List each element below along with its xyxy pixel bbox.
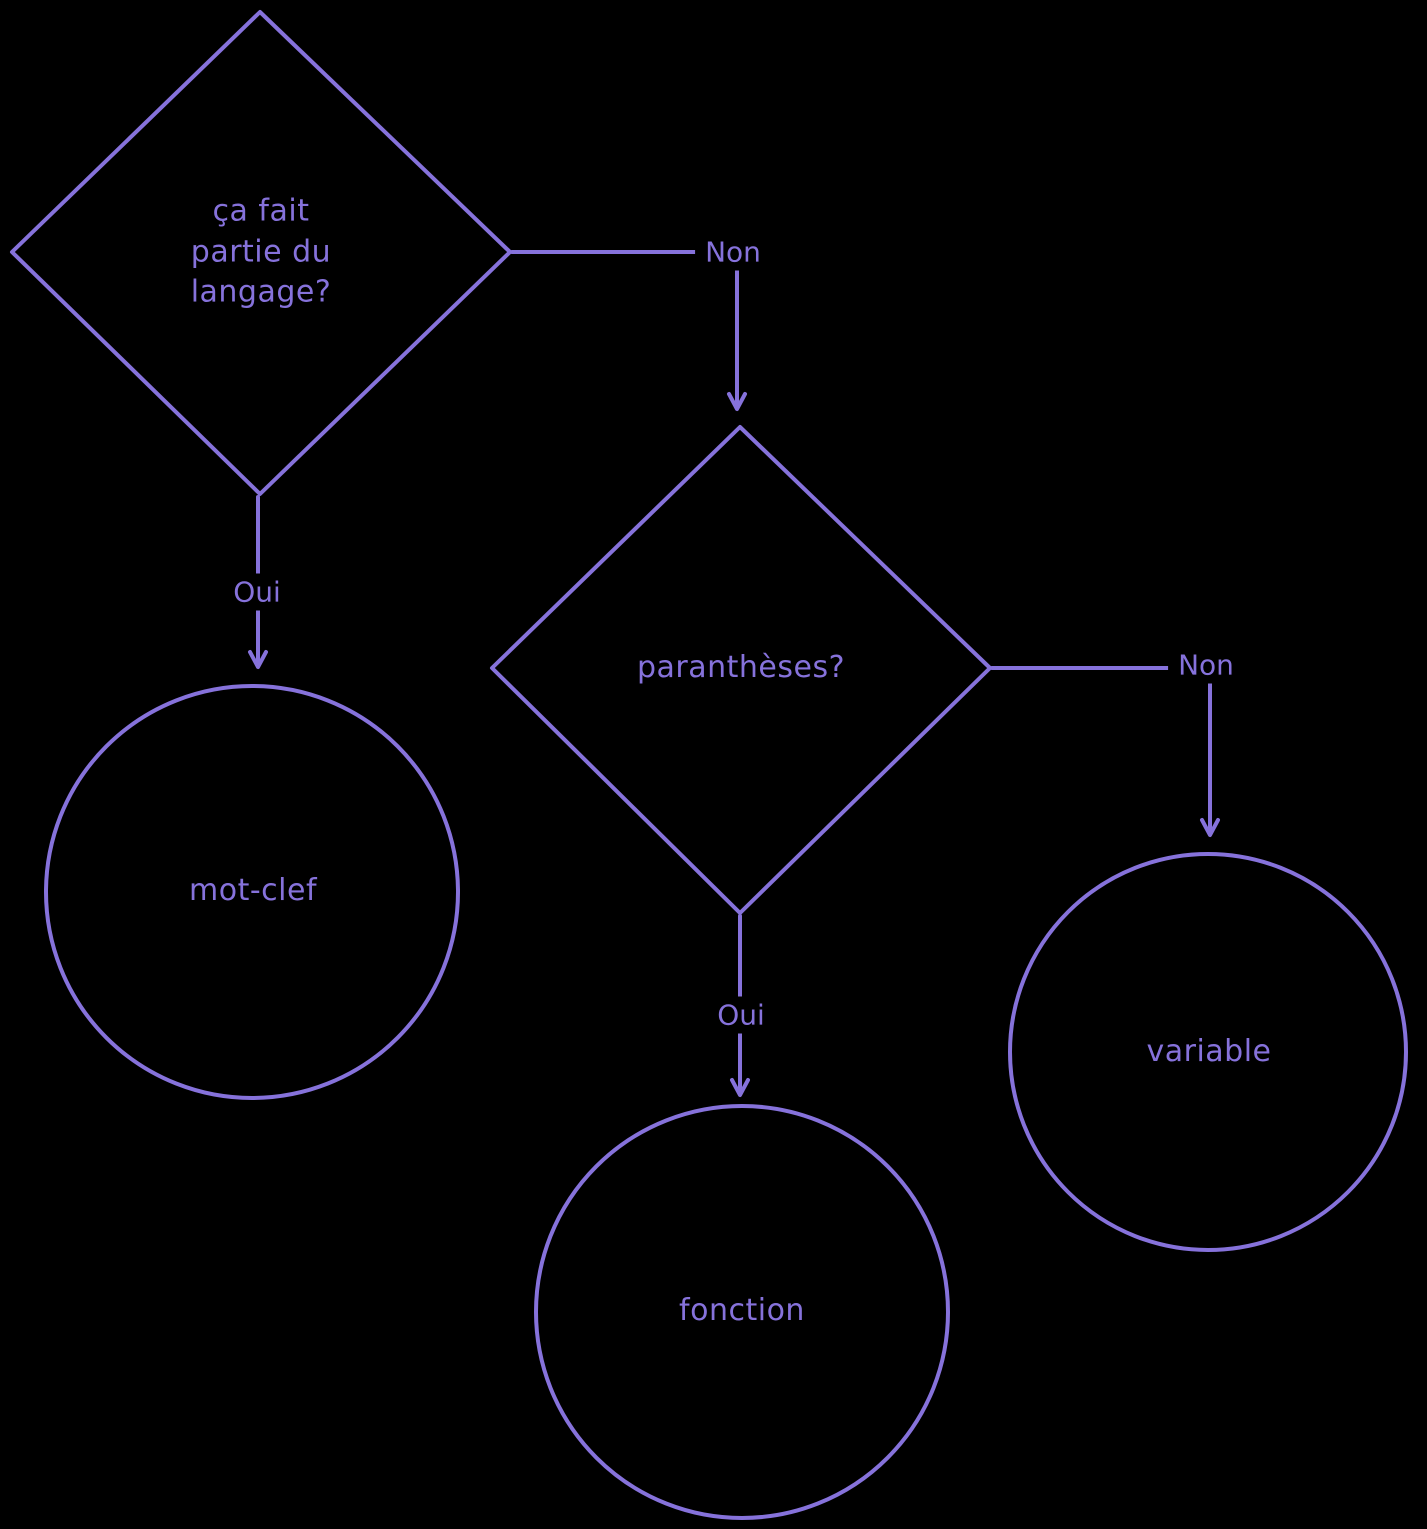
node-label-function: fonction	[679, 1292, 805, 1328]
terminal-circle-variable	[1008, 852, 1408, 1252]
edge-label-oui-to-function: Oui	[707, 996, 775, 1034]
node-label-parentheses-question: paranthèses?	[636, 649, 846, 685]
edge-q-language-to-q-parentheses	[510, 250, 747, 411]
edge-label-oui-to-keyword: Oui	[223, 573, 291, 611]
edge-q-parentheses-to-variable	[990, 666, 1220, 837]
edge-label-non-to-variable: Non	[1168, 646, 1244, 684]
terminal-circle-keyword	[44, 684, 460, 1100]
node-label-keyword: mot-clef	[188, 872, 318, 908]
edge-label-non-to-parentheses: Non	[695, 233, 771, 271]
node-label-language-question: ça fait partie du langage?	[190, 193, 332, 310]
terminal-circle-function	[534, 1104, 950, 1520]
node-label-variable: variable	[1146, 1033, 1272, 1069]
decision-diamond-language	[10, 10, 512, 496]
decision-diamond-parentheses	[490, 425, 992, 915]
